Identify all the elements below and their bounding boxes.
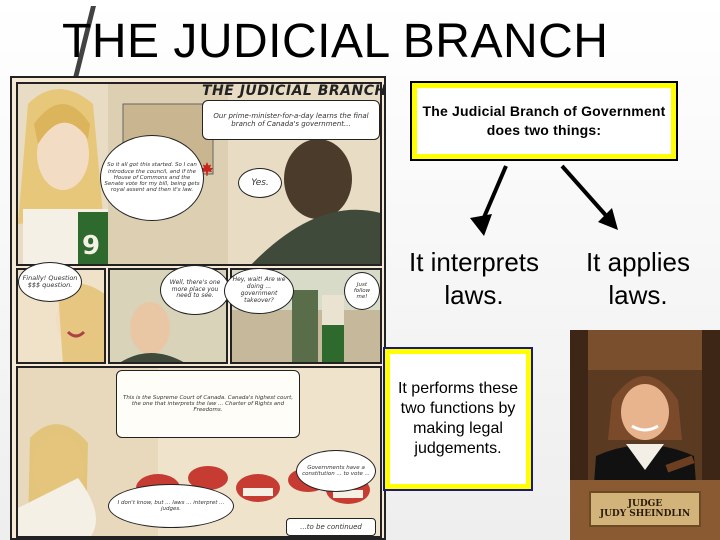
comic-heading: THE JUDICIAL BRANCH: [202, 83, 387, 99]
note-text: It performs these two functions by makin…: [390, 354, 526, 484]
comic-panel-4-art: [232, 290, 380, 362]
comic-speech-bubble-6: Just follow me!: [344, 272, 380, 310]
comic-speech-bubble-3: Finally! Question $$$ question.: [18, 262, 82, 302]
comic-speech-bubble-8: I don't know, but ... laws ... interpret…: [108, 484, 234, 528]
arrow-left-head-icon: [470, 214, 492, 236]
comic-speech-bubble-7: Governments have a constitution ... to v…: [296, 450, 376, 492]
comic-speech-bubble-2: Yes.: [238, 168, 282, 198]
branch-arrows: [470, 164, 618, 236]
point-applies: It applies laws.: [585, 247, 691, 310]
maple-leaf-icon: [201, 162, 213, 176]
arrow-left-line: [480, 165, 508, 223]
judge-photo: JUDGE JUDY SHEINDLIN: [570, 330, 720, 540]
judge-nameplate: JUDGE JUDY SHEINDLIN: [599, 498, 691, 519]
svg-text:9: 9: [82, 231, 100, 261]
point-interprets: It interprets laws.: [408, 247, 540, 310]
comic-caption-top: Our prime-minister-for-a-day learns the …: [202, 100, 380, 140]
judge-photo-art: [570, 330, 720, 540]
comic-caption-end: ...to be continued: [286, 518, 376, 536]
comic-caption-mid: This is the Supreme Court of Canada. Can…: [116, 370, 300, 438]
comic-panel-2-art: [56, 283, 104, 362]
comic-speech-bubble-1: So it all got this started. So I can int…: [100, 135, 204, 221]
slide-title: THE JUDICIAL BRANCH: [62, 15, 609, 68]
arrow-right-head-icon: [598, 208, 618, 230]
comic-speech-bubble-4: Well, there's one more place you need to…: [160, 265, 230, 315]
comic-panel-4: [230, 268, 382, 364]
summary-box: The Judicial Branch of Government does t…: [410, 81, 678, 161]
summary-box-text: The Judicial Branch of Government does t…: [417, 88, 671, 154]
comic-speech-bubble-5: Hey, wait! Are we doing ... government t…: [224, 268, 294, 314]
note-box: It performs these two functions by makin…: [383, 347, 533, 491]
arrow-right-line: [560, 164, 612, 222]
